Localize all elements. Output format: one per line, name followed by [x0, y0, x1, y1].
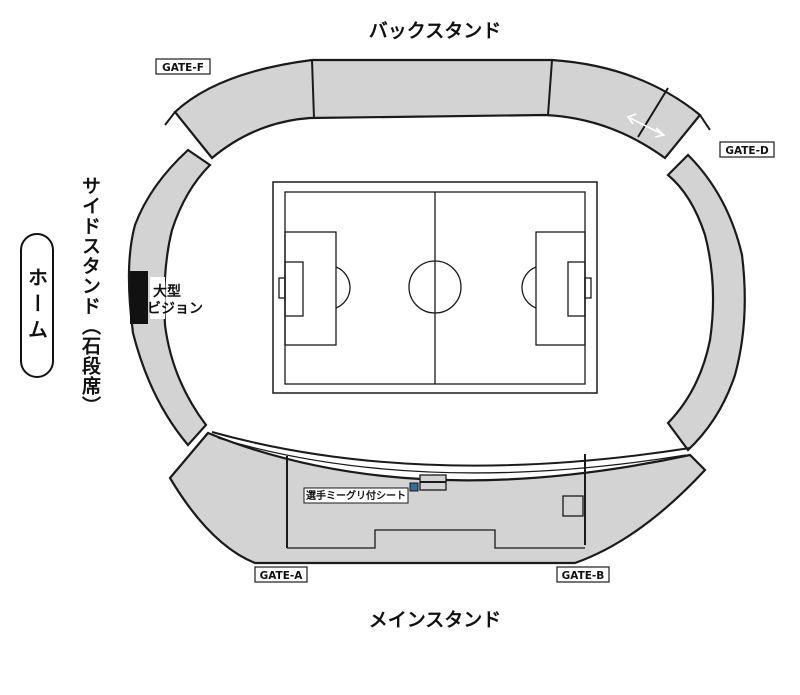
gate-f-label: GATE-F: [162, 62, 204, 74]
gate-b-label: GATE-B: [562, 570, 605, 582]
back-stand[interactable]: [173, 58, 702, 160]
big-vision-label-line2: ビジョン: [147, 301, 203, 317]
player-seat[interactable]: [409, 482, 419, 492]
player-seat-callout: 選手ミーグリ付シート: [303, 487, 409, 504]
back-stand-label: バックスタンド: [369, 20, 501, 42]
gate-a-label: GATE-A: [260, 570, 304, 582]
right-stand[interactable]: [666, 153, 746, 452]
home-badge: ホーム: [20, 233, 54, 378]
main-stand-label: メインスタンド: [369, 609, 502, 631]
gate-d-label: GATE-D: [725, 145, 769, 157]
home-label: ホーム: [24, 266, 49, 345]
aisle-arrow-icon: [626, 113, 666, 138]
gate-d: GATE-D: [719, 141, 775, 158]
side-stand[interactable]: [127, 148, 212, 447]
pitch: [272, 181, 598, 394]
gate-a: GATE-A: [254, 566, 308, 583]
gate-b: GATE-B: [556, 566, 610, 583]
big-vision-screen: [130, 271, 165, 324]
big-vision-label-line1: 大型: [153, 283, 181, 300]
side-stand-label: サイドスタンド（石段席）: [79, 176, 101, 416]
gate-f: GATE-F: [155, 58, 211, 75]
main-stand[interactable]: [168, 431, 707, 565]
player-seat-label: 選手ミーグリ付シート: [306, 489, 406, 502]
